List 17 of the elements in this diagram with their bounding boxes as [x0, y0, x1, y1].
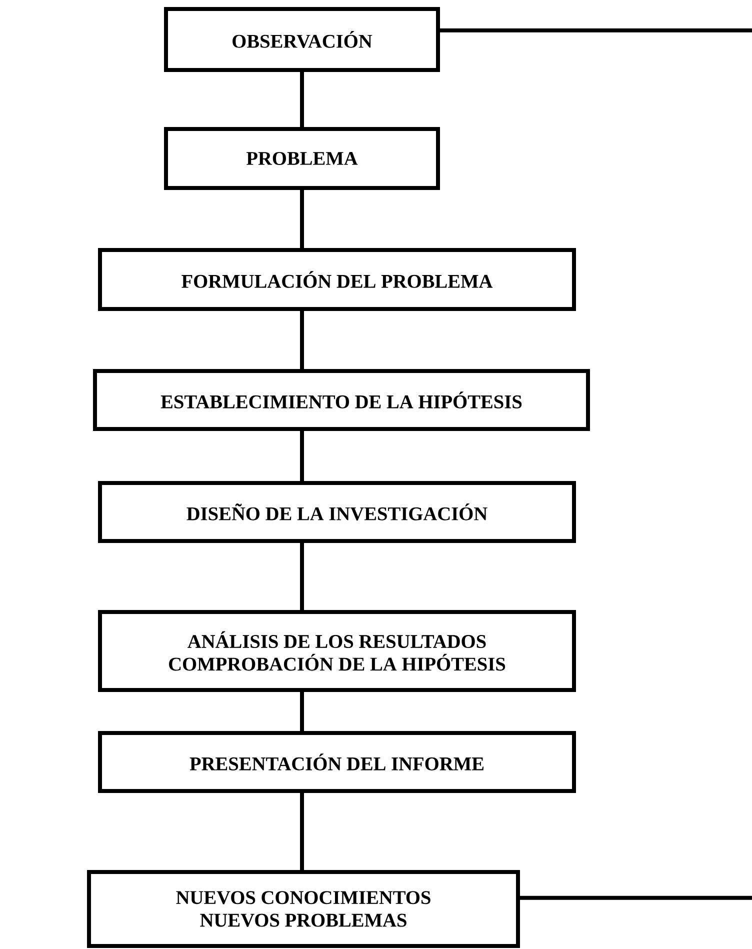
connector-line [300, 431, 304, 481]
connector-line [440, 28, 752, 32]
connector-line [520, 896, 752, 900]
process-box: OBSERVACIÓN [164, 7, 440, 72]
process-box: PRESENTACIÓN DEL INFORME [98, 731, 576, 793]
process-box: FORMULACIÓN DEL PROBLEMA [98, 248, 576, 311]
connector-line [300, 543, 304, 610]
process-box: ESTABLECIMIENTO DE LA HIPÓTESIS [93, 369, 590, 431]
connector-line [300, 72, 304, 127]
process-box: DISEÑO DE LA INVESTIGACIÓN [98, 481, 576, 543]
connector-line [300, 692, 304, 731]
process-box: NUEVOS CONOCIMIENTOS NUEVOS PROBLEMAS [87, 870, 520, 948]
process-box: ANÁLISIS DE LOS RESULTADOS COMPROBACIÓN DE LA HIPÓTESIS [98, 610, 576, 692]
connector-line [300, 190, 304, 248]
connector-line [300, 793, 304, 870]
process-box: PROBLEMA [164, 127, 440, 190]
connector-line [300, 311, 304, 369]
